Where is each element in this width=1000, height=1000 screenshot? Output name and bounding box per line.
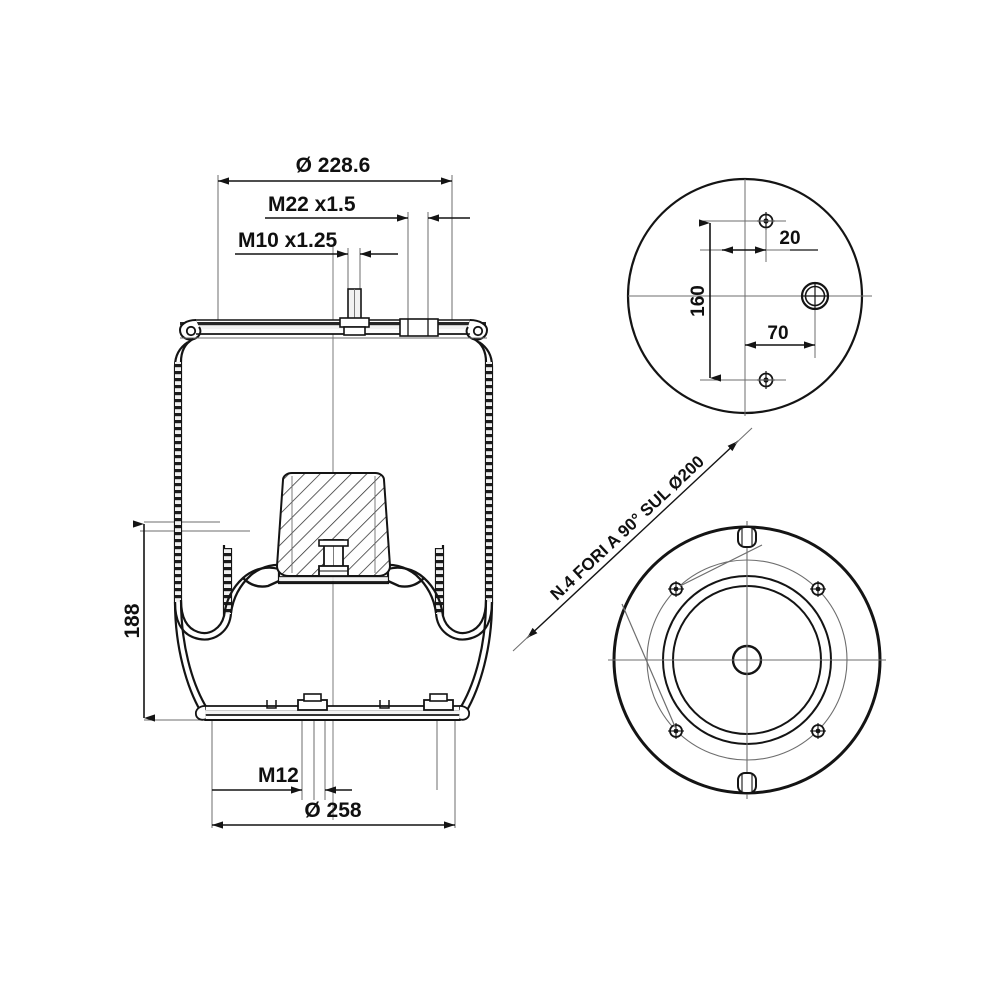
top-plate-air-port: [800, 281, 830, 311]
label-height-188: 188: [121, 603, 144, 638]
piston-section: [275, 472, 392, 577]
piston-rim-stud-top: [737, 526, 757, 548]
bolt-hole-upper-right: [810, 581, 826, 597]
base-plate: [194, 693, 471, 721]
label-m10: M10 x1.25: [238, 229, 338, 252]
piston-centerlines: [608, 521, 886, 799]
bolt-hole-lower-right: [810, 723, 826, 739]
main-cross-section-view: Ø 228.6 M22 x1.5 M10 x1.25 188: [121, 154, 494, 829]
label-m22: M22 x1.5: [268, 193, 356, 216]
top-plate-plan-view: 160 20 70: [626, 177, 872, 416]
label-base-diameter: Ø 258: [304, 799, 362, 822]
dimension-m10: M10 x1.25: [235, 229, 398, 258]
label-m12: M12: [258, 764, 299, 787]
bellows-sleeve: [173, 338, 494, 721]
piston-rim-stud-bottom: [737, 772, 757, 794]
piston-plan-view: N.4 FORI A 90° SUL Ø200: [512, 427, 886, 799]
dimension-height-188: 188: [121, 520, 155, 722]
label-20: 20: [779, 228, 800, 249]
label-160: 160: [688, 285, 709, 317]
air-port-block-m22: [399, 318, 439, 337]
dimension-20: 20: [722, 228, 818, 254]
dimension-160: 160: [688, 219, 721, 382]
bolt-hole-lower-left: [668, 723, 684, 739]
dimension-70: 70: [745, 323, 815, 349]
top-plate-centerlines: [628, 179, 872, 416]
label-70: 70: [767, 323, 788, 344]
dimension-m12: M12: [212, 764, 352, 794]
air-port-stud-m10: [339, 288, 370, 336]
dimension-m22: M22 x1.5: [265, 193, 470, 222]
dimension-outer-diameter: Ø 228.6: [218, 154, 452, 185]
dimension-base-diameter: Ø 258: [212, 799, 455, 829]
label-outer-diameter: Ø 228.6: [296, 154, 371, 177]
